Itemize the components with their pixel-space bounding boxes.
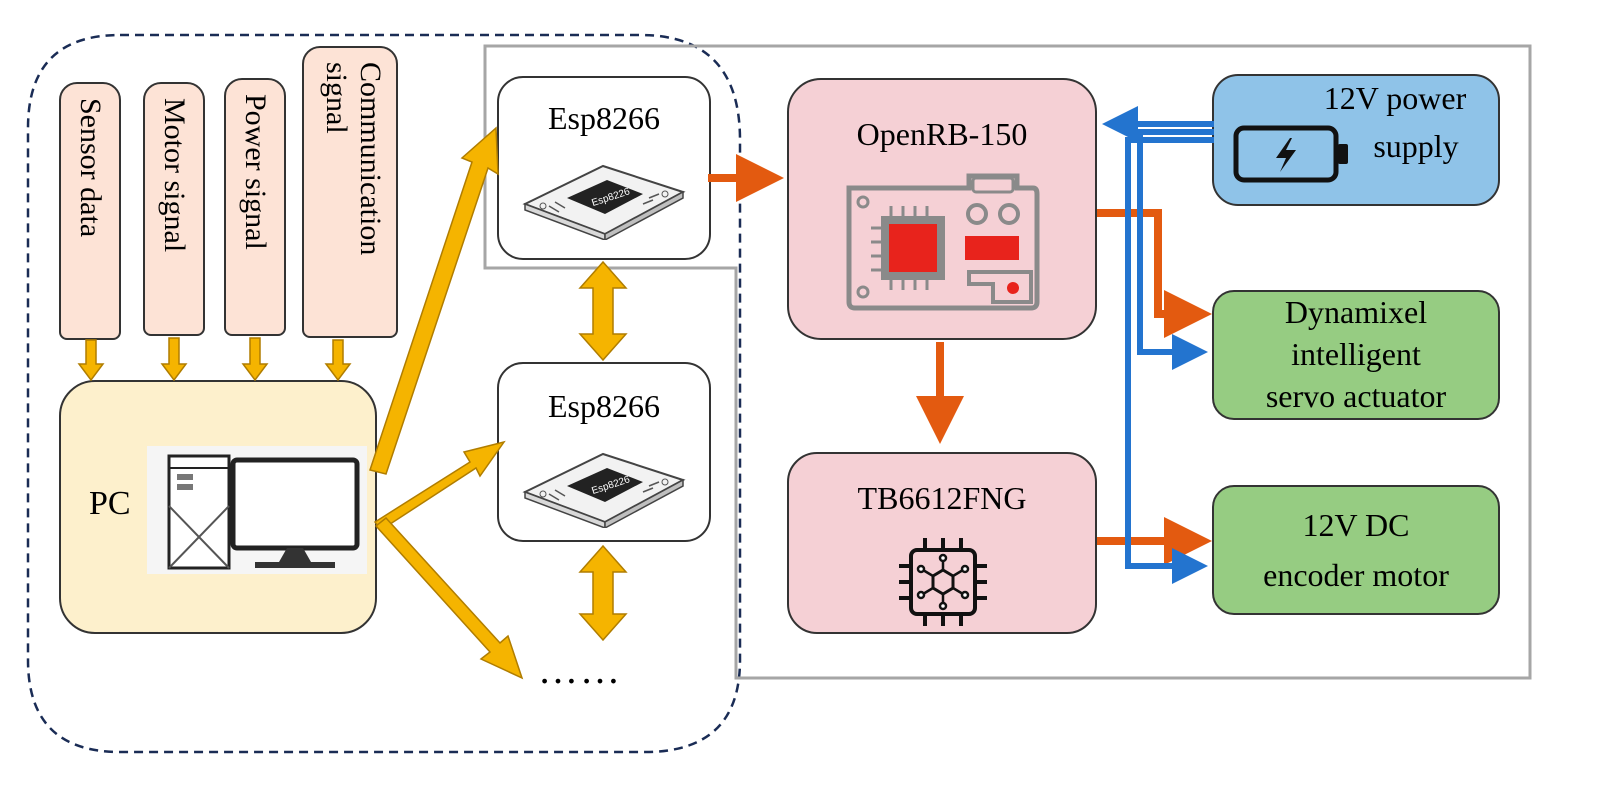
- pc-box: PC: [59, 380, 377, 634]
- pc-label: PC: [89, 485, 131, 522]
- dc-encoder-motor-box: 12V DC encoder motor: [1212, 485, 1500, 615]
- dynamixel-label-line3: servo actuator: [1265, 378, 1447, 414]
- ellipsis-more-modules: ……: [538, 647, 622, 692]
- controller-group-frame: [483, 44, 1532, 680]
- motor-driver-chip-icon: [899, 538, 987, 626]
- dynamixel-actuator-box: Dynamixel intelligent servo actuator: [1212, 290, 1500, 420]
- orange-signal-arrows: [708, 154, 1212, 565]
- blue-power-arrows: [1102, 106, 1214, 584]
- power-to-dynamixel-arrow: [1137, 129, 1214, 370]
- tb6612fng-label: TB6612FNG: [857, 480, 1027, 516]
- esp8266-middle-label: Esp8266: [548, 388, 660, 424]
- esp8266-chip-icon: Esp8226: [522, 452, 686, 528]
- openrb-150-box: OpenRB-150: [787, 78, 1097, 340]
- circuit-board-icon: [846, 173, 1040, 311]
- power-to-dc-motor-arrow: [1125, 137, 1214, 584]
- openrb-150-label: OpenRB-150: [856, 116, 1028, 152]
- dc-motor-label-line1: 12V DC: [1302, 507, 1410, 543]
- dynamixel-label-line1: Dynamixel: [1284, 294, 1428, 330]
- pc-group-dashed-outline: [26, 33, 742, 754]
- tb6612fng-box: TB6612FNG: [787, 452, 1097, 634]
- esp-bidirectional-arrows: [578, 260, 628, 642]
- esp8266-middle-box: Esp8266 Esp8226: [497, 362, 711, 542]
- esp8266-top-label: Esp8266: [548, 100, 660, 136]
- dc-motor-label-line2: encoder motor: [1263, 557, 1449, 593]
- input-to-pc-arrows: [77, 337, 352, 382]
- input-sensor-data: Sensor data: [59, 82, 121, 340]
- dynamixel-label-line2: intelligent: [1291, 336, 1421, 372]
- input-power-signal: Power signal: [224, 78, 286, 336]
- battery-icon: [1233, 125, 1348, 183]
- power-supply-label-line1: 12V power: [1323, 80, 1467, 116]
- power-supply-label-line2: supply: [1373, 128, 1459, 164]
- input-motor-signal: Motor signal: [143, 82, 205, 336]
- esp8266-chip-icon: Esp8226: [522, 164, 686, 240]
- pc-to-esp-arrows: [369, 126, 524, 680]
- input-communication-signal: Communication signal: [302, 46, 398, 338]
- esp8266-top-box: Esp8266 Esp8226: [497, 76, 711, 260]
- computer-icon: [147, 446, 367, 574]
